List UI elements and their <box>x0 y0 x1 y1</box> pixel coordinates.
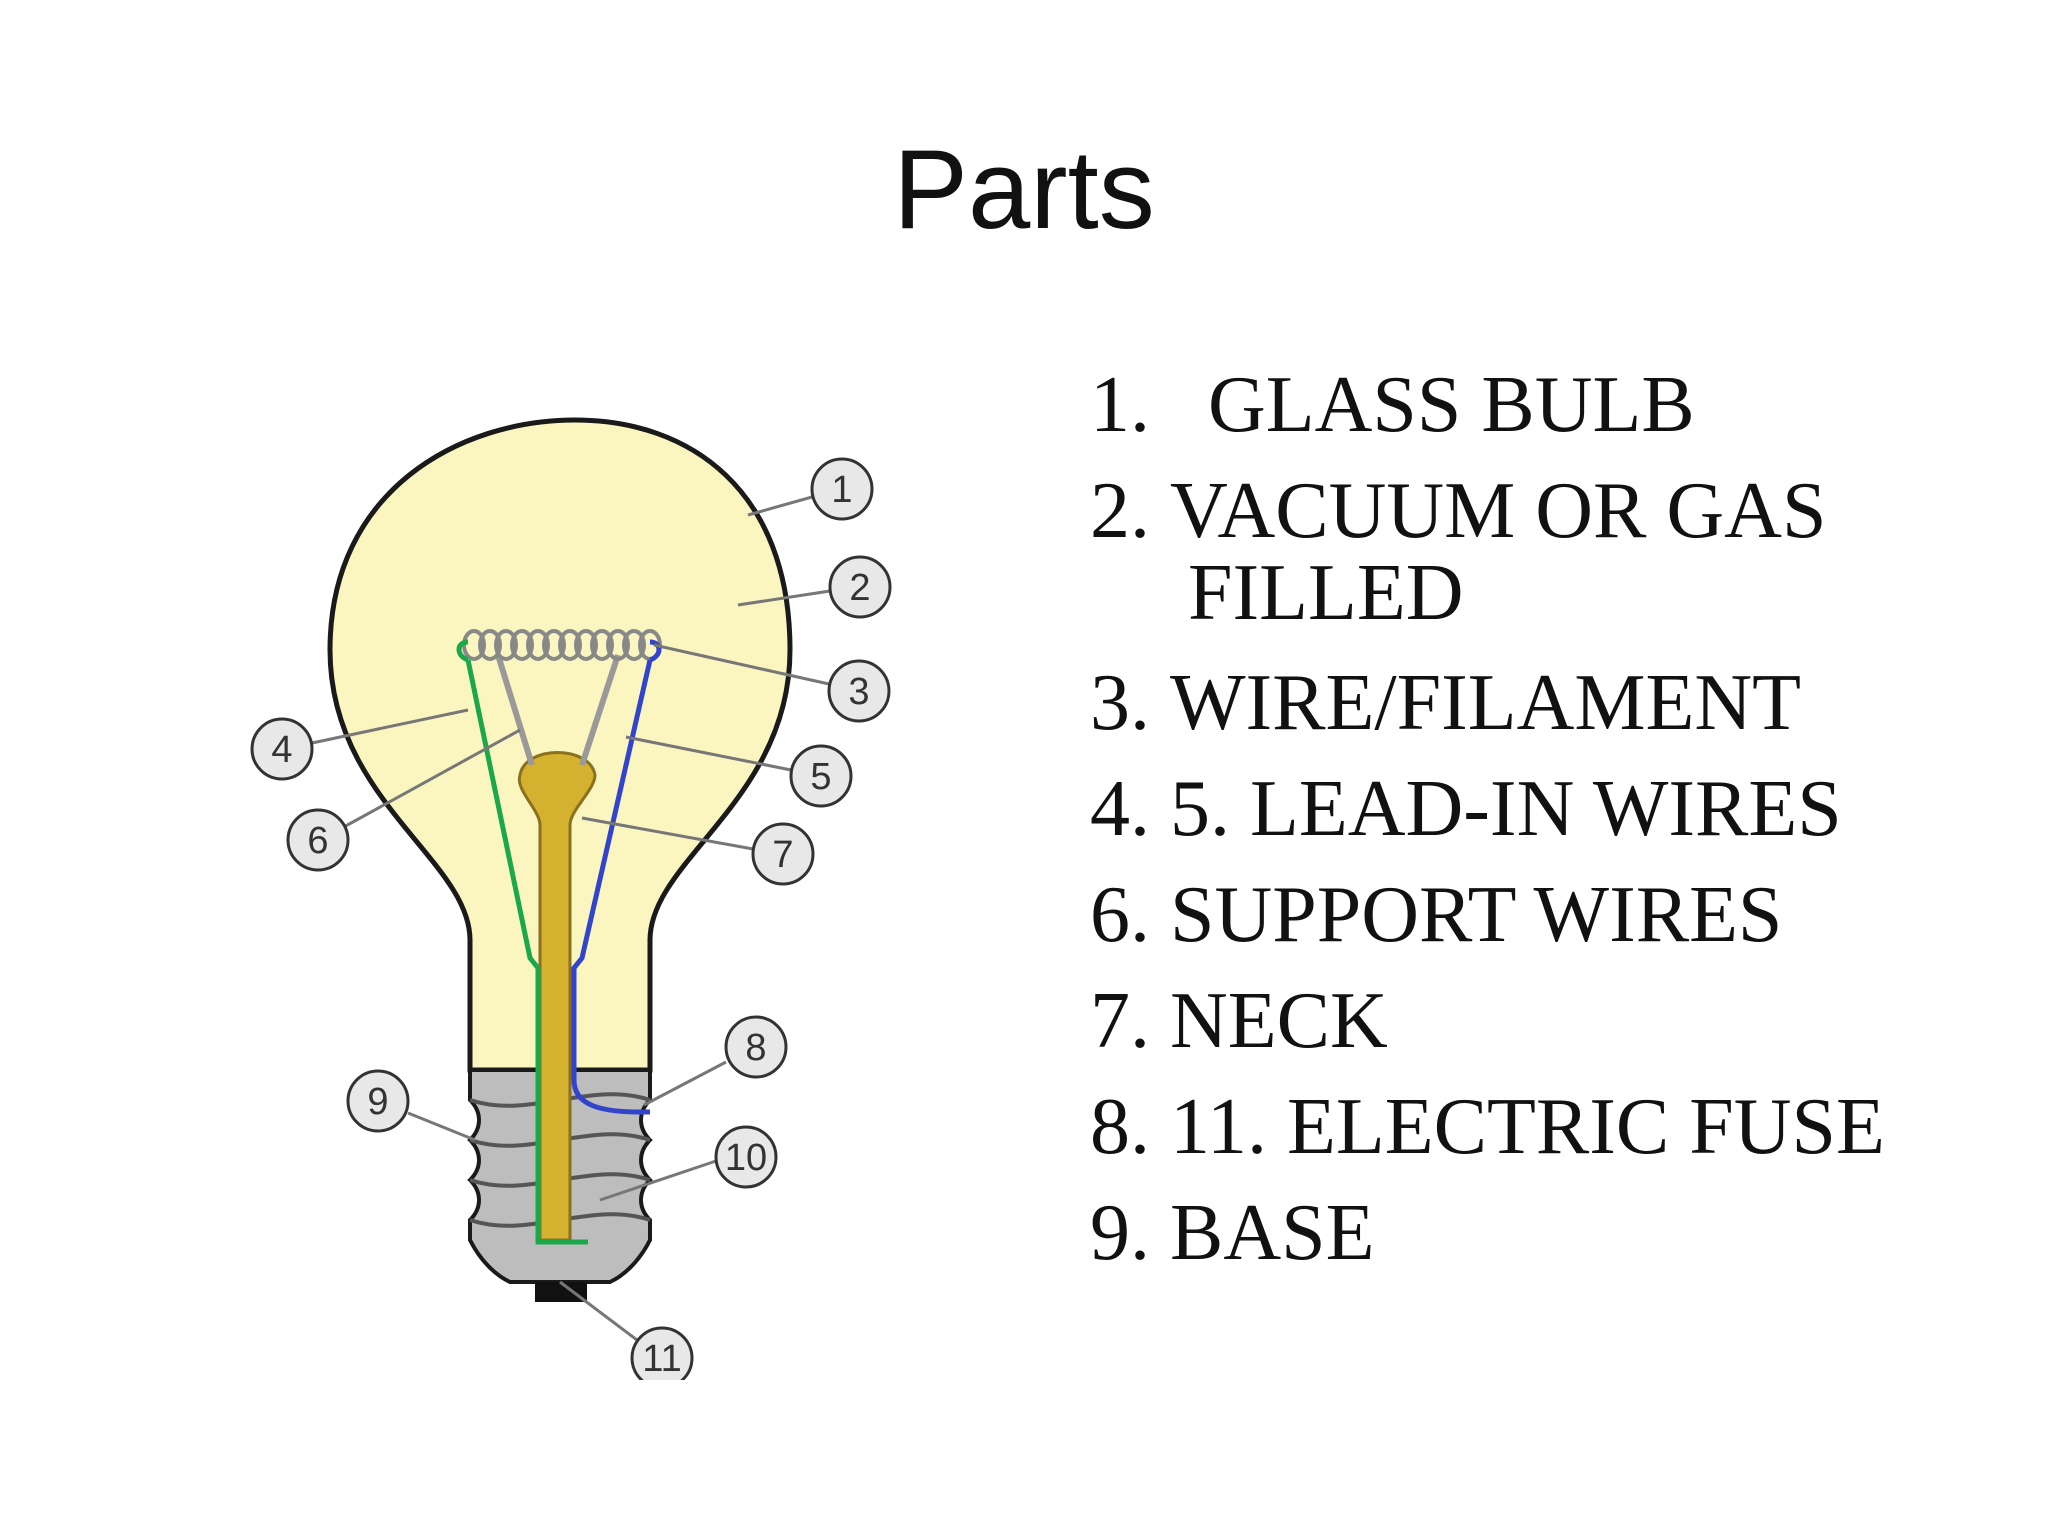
list-item: 1.GLASS BULB <box>1090 365 1695 445</box>
callout-5: 5 <box>789 744 853 808</box>
callout-3: 3 <box>827 659 891 723</box>
svg-text:11: 11 <box>642 1338 681 1380</box>
lead-in-wire-blue <box>571 639 662 1115</box>
svg-text:1: 1 <box>831 469 852 511</box>
list-item-number: 2. <box>1090 467 1150 555</box>
list-item-text: SUPPORT WIRES <box>1170 871 1783 959</box>
svg-text:2: 2 <box>849 567 870 609</box>
list-item-continuation: FILLED <box>1188 549 1464 637</box>
svg-text:4: 4 <box>271 729 292 771</box>
svg-text:3: 3 <box>848 671 869 713</box>
list-item-number: 3. <box>1090 659 1150 747</box>
slide-title: Parts <box>893 127 1155 252</box>
callout-7: 7 <box>751 822 815 886</box>
list-item-number: 9. <box>1090 1189 1150 1277</box>
list-item-text: LEAD-IN WIRES <box>1250 765 1842 853</box>
svg-text:9: 9 <box>367 1081 388 1123</box>
callout-2: 2 <box>828 555 892 619</box>
list-item-number: 1. <box>1090 361 1150 449</box>
svg-text:5: 5 <box>810 756 831 798</box>
callout-8: 8 <box>724 1015 788 1079</box>
list-item-text: VACUUM OR GAS <box>1170 467 1827 555</box>
list-item-number: 7. <box>1090 977 1150 1065</box>
lead-in-wire-green <box>456 639 588 1245</box>
list-item-text: GLASS BULB <box>1208 361 1695 449</box>
callout-9: 9 <box>346 1069 410 1133</box>
list-item-text: BASE <box>1170 1189 1375 1277</box>
list-item: 4. 5.LEAD-IN WIRES <box>1090 769 1842 849</box>
light-bulb-diagram: 1 2 3 4 5 6 7 <box>230 380 930 1380</box>
list-item: 3.WIRE/FILAMENT <box>1090 663 1801 743</box>
list-item-text: WIRE/FILAMENT <box>1170 659 1802 747</box>
glass-bulb <box>327 417 793 1073</box>
svg-text:8: 8 <box>745 1027 766 1069</box>
light-bulb-svg: 1 2 3 4 5 6 7 <box>250 417 892 1380</box>
callout-10: 10 <box>714 1125 778 1189</box>
callout-6: 6 <box>286 808 350 872</box>
list-item-text: NECK <box>1170 977 1388 1065</box>
list-item-number: 6. <box>1090 871 1150 959</box>
list-item-text: ELECTRIC FUSE <box>1287 1083 1885 1171</box>
base-contact <box>535 1282 587 1302</box>
glass-neck <box>517 751 597 1242</box>
list-item: 2.VACUUM OR GAS FILLED <box>1090 471 1826 633</box>
list-item: 9.BASE <box>1090 1193 1375 1273</box>
svg-text:6: 6 <box>307 820 328 862</box>
callout-1: 1 <box>810 457 874 521</box>
svg-text:10: 10 <box>725 1137 767 1179</box>
callout-11: 11 <box>630 1326 694 1380</box>
callout-4: 4 <box>250 717 314 781</box>
list-item: 7.NECK <box>1090 981 1388 1061</box>
svg-text:7: 7 <box>772 834 793 876</box>
list-item-number: 4. 5. <box>1090 765 1230 853</box>
list-item: 8. 11.ELECTRIC FUSE <box>1090 1087 1885 1167</box>
list-item: 6.SUPPORT WIRES <box>1090 875 1782 955</box>
list-item-number: 8. 11. <box>1090 1083 1268 1171</box>
